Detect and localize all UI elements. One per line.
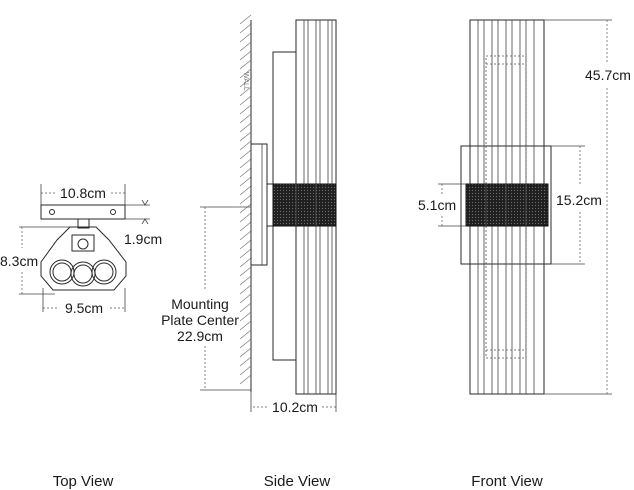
wall-hatch-line: [239, 293, 252, 304]
mount-label-value: 22.9cm: [177, 328, 223, 344]
wall-hatch-line: [239, 32, 252, 43]
wall-hatch-line: [239, 140, 252, 151]
front-plate-dimension: 15.2cm: [551, 145, 602, 265]
top-mounting-plate: [40, 204, 126, 220]
wall-hatch-line: [239, 158, 252, 169]
wall-hatch-line: [239, 284, 252, 295]
front-mesh-band: [465, 183, 549, 227]
wall-hatch-line: [239, 356, 252, 367]
mount-label-line1: Mounting: [171, 296, 229, 312]
top-width-dimension: 10.8cm: [40, 184, 126, 208]
wall-hatch-line: [239, 248, 252, 259]
side-mesh-band: [272, 183, 337, 227]
front-height-dimension: 45.7cm: [544, 19, 631, 395]
wall-label: WALL: [242, 72, 249, 91]
wall-hatch-line: [239, 185, 252, 196]
side-wall: WALL: [239, 14, 252, 392]
top-tube-right: [91, 259, 117, 285]
wall-hatch-line: [239, 14, 252, 25]
wall-hatch-line: [239, 203, 252, 214]
front-plate-label: 15.2cm: [556, 192, 602, 208]
wall-hatch-line: [239, 131, 252, 142]
mount-label-line2: Plate Center: [161, 312, 239, 328]
wall-hatch-line: [239, 194, 252, 205]
wall-hatch-line: [239, 311, 252, 322]
wall-hatch-line: [239, 329, 252, 340]
top-body-outline: [40, 226, 127, 291]
top-width-label: 10.8cm: [60, 185, 106, 201]
wall-hatch-line: [239, 86, 252, 97]
top-plate-depth-dimension: 1.9cm: [124, 199, 162, 247]
wall-hatch-line: [239, 59, 252, 70]
side-view-caption: Side View: [264, 473, 331, 490]
side-mounting-plate: [250, 143, 268, 266]
wall-hatch-line: [239, 320, 252, 331]
wall-hatch-line: [239, 374, 252, 385]
wall-hatch-line: [239, 257, 252, 268]
front-height-label: 45.7cm: [585, 67, 631, 83]
top-view-caption: Top View: [53, 473, 114, 490]
wall-hatch-line: [239, 266, 252, 277]
side-mount-center-dimension: Mounting Plate Center 22.9cm: [161, 206, 251, 391]
wall-hatch-line: [239, 77, 252, 88]
wall-hatch-line: [239, 347, 252, 358]
wall-hatch-line: [239, 167, 252, 178]
front-view: 5.1cm 15.2cm 45.7cm: [418, 19, 631, 395]
wall-hatch-line: [239, 122, 252, 133]
wall-hatch-line: [239, 302, 252, 313]
wall-hatch-line: [239, 149, 252, 160]
wall-hatch-line: [239, 212, 252, 223]
side-view: WALL Mounting Plate Center: [161, 14, 337, 415]
wall-hatch-line: [239, 23, 252, 34]
wall-hatch-line: [239, 113, 252, 124]
wall-hatch-line: [239, 104, 252, 115]
top-plate-depth-label: 1.9cm: [124, 231, 162, 247]
top-height-dimension: 8.3cm: [0, 226, 70, 295]
wall-hatch-line: [239, 41, 252, 52]
wall-hatch-line: [239, 68, 252, 79]
wall-hatch-line: [239, 365, 252, 376]
side-extension-dimension: 10.2cm: [250, 392, 337, 415]
top-depth-dimension: 9.5cm: [42, 288, 126, 316]
top-tube-center: [70, 261, 96, 287]
wall-hatch-line: [239, 221, 252, 232]
front-band-dimension: 5.1cm: [418, 183, 466, 227]
wall-hatch-line: [239, 50, 252, 61]
top-height-label: 8.3cm: [0, 253, 38, 269]
wall-hatch-line: [239, 239, 252, 250]
wall-hatch-line: [239, 275, 252, 286]
wall-hatch-line: [239, 176, 252, 187]
top-depth-label: 9.5cm: [65, 300, 103, 316]
top-tube-left: [49, 259, 75, 285]
wall-hatch-line: [239, 230, 252, 241]
wall-hatch-line: [239, 95, 252, 106]
front-view-caption: Front View: [471, 473, 543, 490]
top-view: 10.8cm 1.9cm: [0, 184, 162, 316]
side-extension-label: 10.2cm: [272, 399, 318, 415]
wall-hatch-line: [239, 338, 252, 349]
front-band-label: 5.1cm: [418, 197, 456, 213]
